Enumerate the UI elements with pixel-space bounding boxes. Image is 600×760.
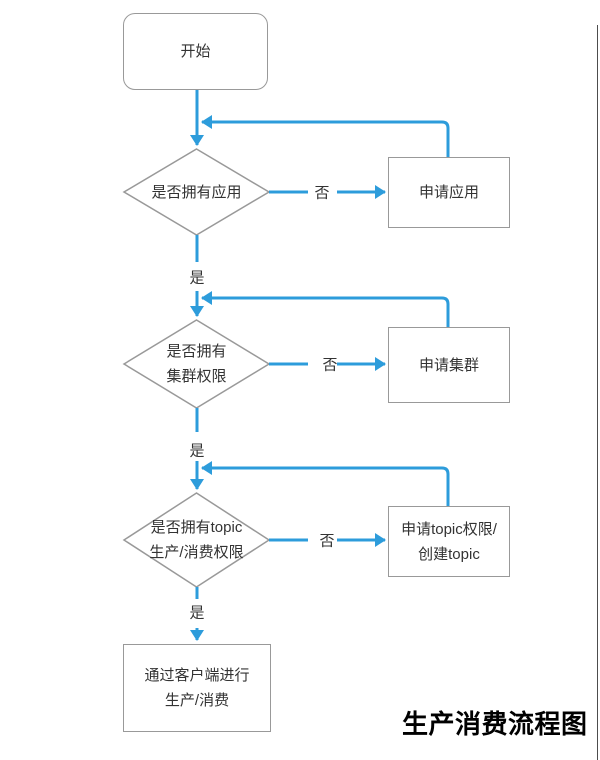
node-produce-consume-label: 通过客户端进行 生产/消费 <box>144 667 250 709</box>
diagram-title: 生产消费流程图 <box>402 709 588 739</box>
node-produce-consume: 通过客户端进行 生产/消费 <box>123 644 271 732</box>
edge-label-yes-1: 是 <box>189 269 205 287</box>
connector-edges <box>190 90 450 641</box>
node-apply-cluster: 申请集群 <box>388 327 510 403</box>
edge-apply-app-loopback <box>201 115 450 157</box>
edge-label-yes-2: 是 <box>189 442 205 460</box>
node-start: 开始 <box>123 13 268 90</box>
decision-shapes <box>122 148 271 588</box>
node-apply-topic: 申请topic权限/ 创建topic <box>388 506 510 577</box>
edge-label-no-1: 否 <box>314 184 330 202</box>
edge-label-no-2: 否 <box>322 356 338 374</box>
node-apply-app: 申请应用 <box>388 157 510 228</box>
node-apply-app-label: 申请应用 <box>418 184 479 201</box>
node-start-label: 开始 <box>180 43 211 60</box>
edge-label-yes-3: 是 <box>189 604 205 622</box>
edge-apply-cluster-loopback <box>201 291 450 327</box>
edge-apply-topic-loopback <box>201 461 450 506</box>
node-check-cluster-label: 是否拥有 集群权限 <box>166 343 227 385</box>
node-apply-cluster-label: 申请集群 <box>418 356 479 374</box>
node-check-app-label: 是否拥有应用 <box>151 183 242 201</box>
window-edge-line <box>597 25 598 760</box>
edge-label-no-3: 否 <box>319 532 335 550</box>
node-check-topic-label: 是否拥有topic 生产/消费权限 <box>149 519 244 561</box>
node-apply-topic-label: 申请topic权限/ 创建topic <box>401 520 497 563</box>
